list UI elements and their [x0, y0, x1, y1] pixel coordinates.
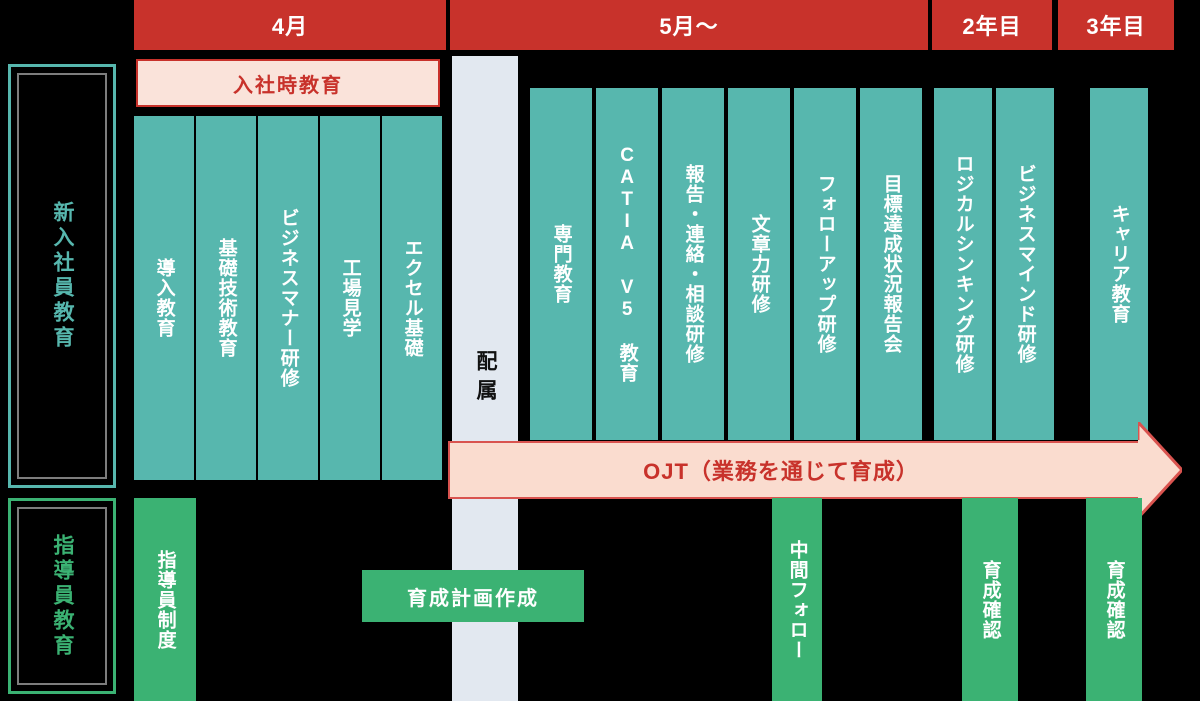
ojt-arrow-body: OJT（業務を通じて育成） [448, 441, 1140, 499]
mentor-box-2[interactable]: 育成計画作成 [362, 570, 584, 622]
rail-inner-border: 指導員教育 [17, 507, 107, 685]
course-label: 文章力研修 [748, 214, 770, 314]
mentor-label: 指導員制度 [154, 549, 176, 650]
rail-label: 指導員教育 [51, 533, 74, 659]
period-header-year2: 2年目 [932, 0, 1052, 50]
course-column-8[interactable]: 報告・連絡・相談研修 [662, 88, 724, 440]
rail-new-employee-training: 新入社員教育 [8, 64, 116, 488]
course-column-14[interactable]: キャリア教育 [1090, 88, 1148, 440]
period-label: 4月 [271, 14, 309, 39]
course-label: エクセル基礎 [401, 238, 423, 358]
period-header-may-onward: 5月～ [450, 0, 928, 50]
course-label: CATIA V5 教育 [616, 145, 638, 383]
course-column-2[interactable]: 基礎技術教育 [196, 116, 256, 480]
ojt-arrow: OJT（業務を通じて育成） [448, 418, 1185, 522]
rail-mentor-training: 指導員教育 [8, 498, 116, 694]
mentor-box-3[interactable]: 中間フォロー [772, 498, 822, 701]
ojt-arrow-head [1135, 418, 1185, 522]
mentor-label: 中間フォロー [786, 539, 808, 660]
course-label: フォローアップ研修 [814, 174, 836, 354]
period-header-april: 4月 [134, 0, 446, 50]
course-label: 目標達成状況報告会 [880, 174, 902, 354]
course-column-12[interactable]: ロジカルシンキング研修 [934, 88, 992, 440]
mentor-label: 育成確認 [979, 559, 1001, 640]
ojt-label: OJT（業務を通じて育成） [643, 459, 919, 484]
course-label: ロジカルシンキング研修 [952, 154, 974, 374]
assignment-label: 配属 [474, 349, 497, 408]
rail-label: 新入社員教育 [51, 201, 74, 351]
course-label: 基礎技術教育 [215, 238, 237, 358]
course-label: キャリア教育 [1108, 204, 1130, 324]
course-column-5[interactable]: エクセル基礎 [382, 116, 442, 480]
course-column-13[interactable]: ビジネスマインド研修 [996, 88, 1054, 440]
mentor-box-1[interactable]: 指導員制度 [134, 498, 196, 701]
course-label: 専門教育 [550, 224, 572, 304]
period-label: 2年目 [962, 14, 1022, 39]
course-column-7[interactable]: CATIA V5 教育 [596, 88, 658, 440]
rail-inner-border: 新入社員教育 [17, 73, 107, 479]
course-column-11[interactable]: 目標達成状況報告会 [860, 88, 922, 440]
period-header-year3: 3年目 [1058, 0, 1174, 50]
banner-label: 入社時教育 [233, 74, 343, 97]
mentor-box-4[interactable]: 育成確認 [962, 498, 1018, 701]
period-label: 5月～ [659, 14, 719, 39]
course-label: 導入教育 [153, 258, 175, 338]
course-column-3[interactable]: ビジネスマナー研修 [258, 116, 318, 480]
course-label: 工場見学 [339, 258, 361, 338]
course-column-10[interactable]: フォローアップ研修 [794, 88, 856, 440]
mentor-label: 育成計画作成 [407, 587, 539, 610]
mentor-label: 育成確認 [1103, 559, 1125, 640]
banner-onboarding-education: 入社時教育 [136, 59, 440, 107]
course-column-9[interactable]: 文章力研修 [728, 88, 790, 440]
course-label: 報告・連絡・相談研修 [682, 164, 704, 364]
course-label: ビジネスマインド研修 [1014, 164, 1036, 364]
course-column-6[interactable]: 専門教育 [530, 88, 592, 440]
mentor-box-5[interactable]: 育成確認 [1086, 498, 1142, 701]
course-column-4[interactable]: 工場見学 [320, 116, 380, 480]
period-label: 3年目 [1086, 14, 1146, 39]
course-label: ビジネスマナー研修 [277, 208, 299, 388]
course-column-1[interactable]: 導入教育 [134, 116, 194, 480]
